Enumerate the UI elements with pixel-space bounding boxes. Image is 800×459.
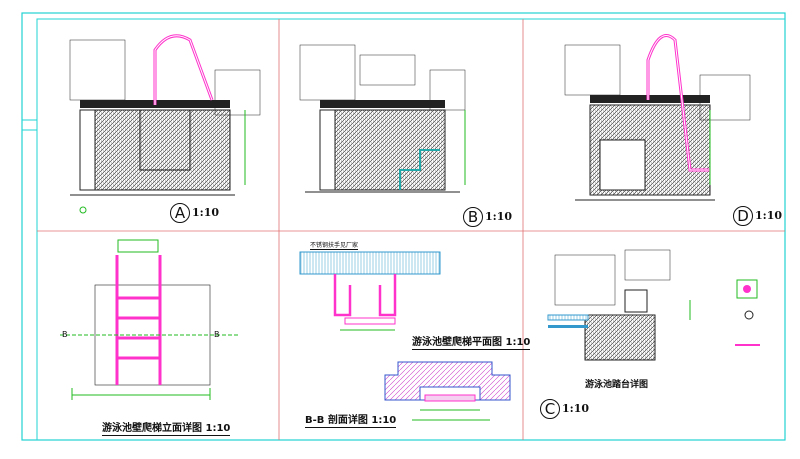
detail-a-drawing xyxy=(69,34,261,214)
marker-c: C xyxy=(540,399,560,419)
section-bb-drawing xyxy=(384,361,511,421)
plan-drawing xyxy=(299,251,441,331)
scale-b: 1:10 xyxy=(485,210,513,223)
elevation-title: 游泳池壁爬梯立面详图 1:10 xyxy=(102,419,231,436)
detail-c-drawing xyxy=(547,249,760,361)
detail-c-title: 游泳池踏台详图 xyxy=(585,380,649,390)
scale-d: 1:10 xyxy=(755,209,783,222)
section-mark-left: B xyxy=(62,330,68,339)
marker-b: B xyxy=(463,207,483,227)
elevation-drawing xyxy=(60,239,240,400)
scale-a: 1:10 xyxy=(192,206,220,219)
marker-a: A xyxy=(170,203,190,223)
detail-b-drawing xyxy=(299,44,466,193)
marker-d: D xyxy=(733,206,753,226)
section-mark-right: B xyxy=(214,330,220,339)
panel-grid xyxy=(37,19,785,440)
scale-c: 1:10 xyxy=(562,402,590,415)
plan-top-note: 不锈钢扶手见厂家 xyxy=(310,242,359,250)
detail-d-drawing xyxy=(564,34,751,201)
plan-title: 游泳池壁爬梯平面图 1:10 xyxy=(412,333,531,350)
section-title: B-B 剖面详图 1:10 xyxy=(305,411,397,428)
drawing-frame xyxy=(21,12,786,441)
